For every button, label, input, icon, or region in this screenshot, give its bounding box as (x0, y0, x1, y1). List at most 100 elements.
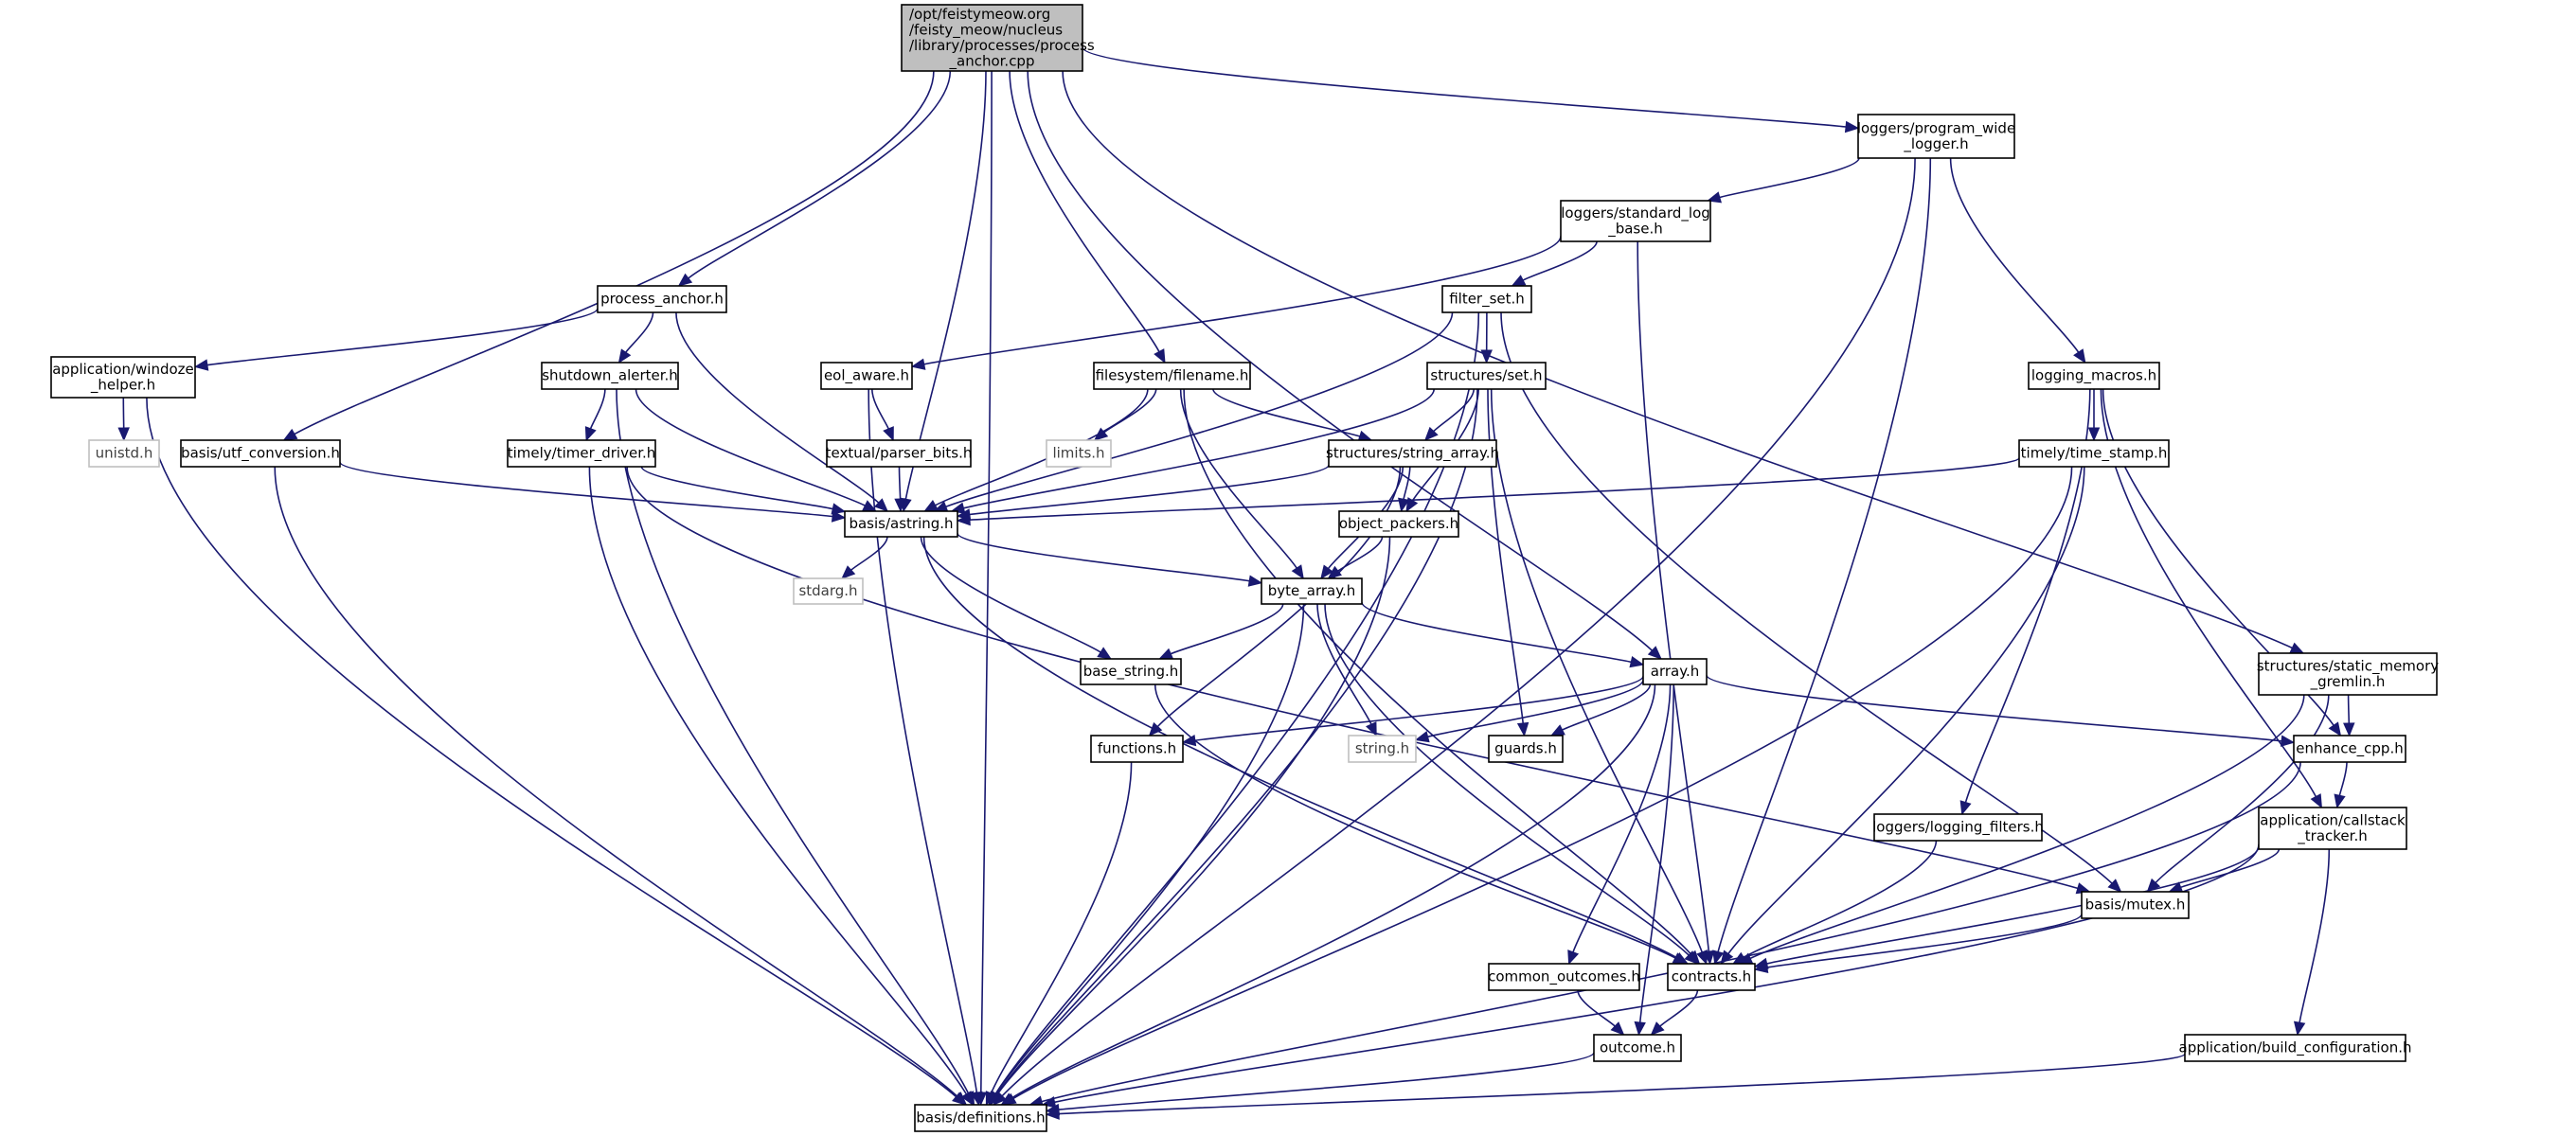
file-node-utf-conversion[interactable]: basis/utf_conversion.h (180, 439, 341, 468)
edges-layer (117, 46, 2355, 1120)
arrowhead-standard_log_base-to-filter_set (1511, 275, 1527, 287)
file-node-contracts[interactable]: contracts.h (1667, 963, 1756, 991)
file-node-static-memory-gremlin[interactable]: structures/static_memory_gremlin.h (2257, 652, 2439, 696)
arrowhead-string_array-to-object_packers (1398, 497, 1410, 513)
edge-windoze_helper-to-definitions (146, 397, 957, 1098)
edge-byte_array-to-base_string (1170, 603, 1284, 655)
edge-array-to-functions (1194, 675, 1644, 741)
file-node-definitions[interactable]: basis/definitions.h (914, 1104, 1047, 1132)
node-label: guards.h (1494, 740, 1557, 757)
node-box (844, 510, 958, 538)
edge-filter_set-to-astring (945, 311, 1454, 508)
arrowhead-eol_aware-to-definitions (971, 1091, 983, 1107)
file-node-mutex[interactable]: basis/mutex.h (2081, 891, 2190, 919)
file-node-stdarg[interactable]: stdarg.h (793, 577, 864, 605)
file-node-timer-driver[interactable]: timely/timer_driver.h (507, 439, 656, 468)
arrowhead-array-to-string_h (1414, 731, 1430, 743)
file-node-set[interactable]: structures/set.h (1426, 362, 1547, 390)
file-node-shutdown-alerter[interactable]: shutdown_alerter.h (541, 362, 679, 390)
file-node-byte-array[interactable]: byte_array.h (1261, 577, 1363, 605)
edge-array-to-outcome (1638, 683, 1674, 1023)
file-node-string-array[interactable]: structures/string_array.h (1326, 439, 1499, 468)
node-box (2258, 652, 2438, 696)
file-node-build-configuration[interactable]: application/build_configuration.h (2179, 1034, 2412, 1062)
node-box (2184, 1034, 2406, 1062)
file-node-callstack-tracker[interactable]: application/callstack_tracker.h (2258, 807, 2407, 850)
file-node-array[interactable]: array.h (1642, 658, 1708, 685)
arrowhead-mutex-to-contracts (1753, 961, 1769, 974)
node-label: common_outcomes.h (1488, 968, 1640, 986)
edge-process_anchor_h-to-windoze_helper (206, 308, 599, 366)
file-node-program-wide-logger[interactable]: loggers/program_wide_logger.h (1857, 114, 2015, 159)
file-node-filter-set[interactable]: filter_set.h (1441, 285, 1532, 313)
edge-standard_log_base-to-eol_aware (923, 236, 1562, 365)
edge-set-to-string_array (1433, 388, 1475, 433)
node-box (1441, 285, 1532, 313)
edge-program_wide_logger-to-definitions (1001, 157, 1916, 1097)
arrowhead-set-to-guards (1516, 721, 1530, 737)
arrowhead-root-to-utf_conversion (282, 428, 298, 441)
node-label: _tracker.h (2297, 827, 2367, 845)
file-node-guards[interactable]: guards.h (1488, 735, 1564, 763)
node-box (1667, 963, 1756, 991)
node-box (597, 285, 727, 313)
file-node-logging-filters[interactable]: loggers/logging_filters.h (1872, 813, 2044, 842)
arrowhead-byte_array-to-string_h (1366, 721, 1377, 737)
edge-time_stamp-to-astring (969, 456, 2020, 521)
edge-root-to-utf_conversion (294, 70, 935, 435)
node-box (50, 356, 196, 399)
file-node-unistd[interactable]: unistd.h (88, 439, 160, 468)
arrowhead-common_outcomes-to-outcome (1610, 1021, 1625, 1036)
file-node-common-outcomes[interactable]: common_outcomes.h (1488, 963, 1640, 991)
node-box (914, 1104, 1047, 1132)
file-node-functions[interactable]: functions.h (1090, 735, 1184, 763)
arrowhead-astring-to-stdarg (841, 565, 856, 579)
edge-functions-to-definitions (990, 761, 1133, 1094)
file-node-windoze-helper[interactable]: application/windoze_helper.h (50, 356, 196, 399)
file-node-limits[interactable]: limits.h (1046, 439, 1112, 468)
arrowhead-timer_driver-to-astring (831, 503, 847, 515)
node-label: application/windoze (52, 361, 194, 378)
edge-astring-to-byte_array (957, 532, 1250, 582)
file-node-string-h[interactable]: string.h (1348, 735, 1417, 763)
arrowhead-string_array-to-byte_array (1320, 564, 1333, 580)
node-box (1093, 362, 1251, 390)
file-node-enhance-cpp[interactable]: enhance_cpp.h (2293, 735, 2406, 763)
node-label: loggers/program_wide (1857, 119, 2015, 137)
node-label: array.h (1651, 663, 1699, 680)
node-box (88, 439, 160, 468)
node-label: timely/time_stamp.h (2021, 445, 2168, 463)
file-node-eol-aware[interactable]: eol_aware.h (820, 362, 913, 390)
arrowhead-windoze_helper-to-unistd (117, 427, 130, 442)
node-label: basis/mutex.h (2085, 896, 2186, 914)
file-node-process-anchor-h[interactable]: process_anchor.h (597, 285, 727, 313)
file-node-logging-macros[interactable]: logging_macros.h (2028, 362, 2160, 390)
edge-astring-to-contracts (922, 536, 1677, 959)
edge-array-to-common_outcomes (1572, 683, 1672, 953)
node-box (1426, 362, 1547, 390)
node-label: application/build_configuration.h (2179, 1039, 2412, 1057)
node-box (2293, 735, 2406, 763)
arrowhead-enhance_cpp-to-callstack_tracker (2334, 793, 2346, 809)
file-node-parser-bits[interactable]: textual/parser_bits.h (826, 439, 973, 468)
edge-astring-to-base_string (920, 536, 1101, 653)
node-label: textual/parser_bits.h (826, 445, 973, 463)
file-node-base-string[interactable]: base_string.h (1080, 658, 1182, 685)
edge-byte_array-to-contracts (1324, 603, 1690, 956)
nodes-layer: /opt/feistymeow.org/feisty_meow/nucleus/… (50, 4, 2439, 1132)
file-node-standard-log-base[interactable]: loggers/standard_log_base.h (1560, 200, 1711, 242)
arrowhead-byte_array-to-contracts (1684, 950, 1699, 965)
file-node-outcome[interactable]: outcome.h (1593, 1034, 1682, 1062)
file-node-time-stamp[interactable]: timely/time_stamp.h (2018, 439, 2170, 468)
file-node-filename[interactable]: filesystem/filename.h (1093, 362, 1251, 390)
arrowhead-set-to-contracts (1696, 950, 1708, 966)
node-label: eol_aware.h (824, 367, 909, 385)
node-label: _helper.h (90, 376, 155, 394)
edge-root-to-static_memory_gremlin (1062, 70, 2293, 649)
edge-static_memory_gremlin-to-enhance_cpp (2347, 694, 2351, 724)
arrowhead-array-to-outcome (1634, 1021, 1646, 1037)
file-node-object-packers[interactable]: object_packers.h (1338, 510, 1459, 538)
node-label: filter_set.h (1449, 291, 1525, 309)
file-node-astring[interactable]: basis/astring.h (844, 510, 958, 538)
